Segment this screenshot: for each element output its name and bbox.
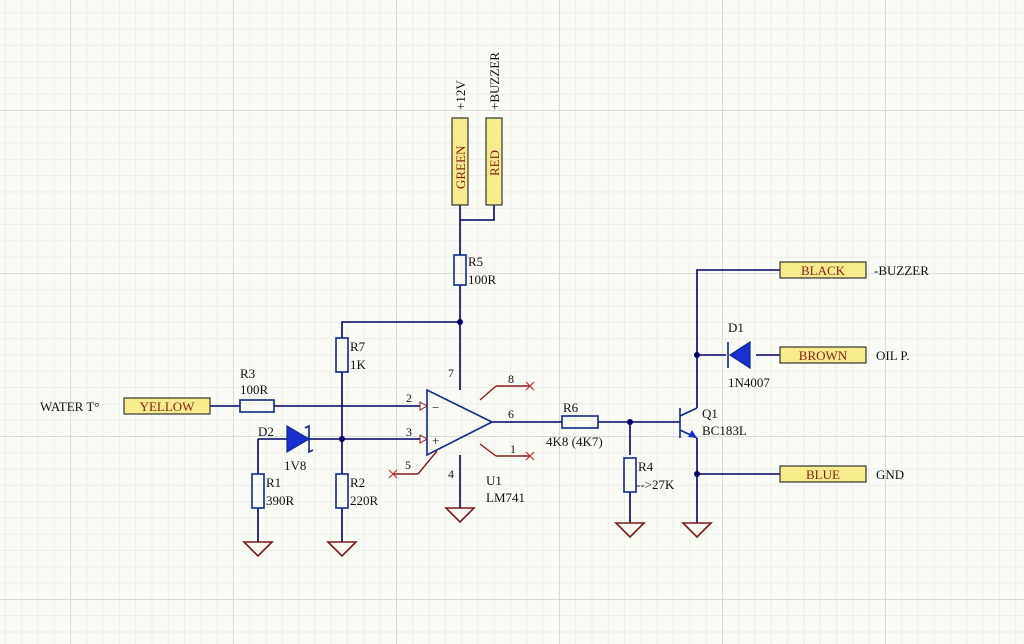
net-label-plus12v: +12V <box>453 80 468 110</box>
pin-6: 6 <box>508 407 514 421</box>
d2-ref: D2 <box>258 424 274 439</box>
opamp-minus-sign: − <box>432 400 439 415</box>
q1-ref: Q1 <box>702 406 718 421</box>
ground-symbol-q1 <box>681 522 713 539</box>
net-label-water-t: WATER T° <box>40 399 99 414</box>
r5-value: 100R <box>468 272 497 287</box>
u1-ref: U1 <box>486 473 502 488</box>
connector-yellow: YELLOW <box>123 397 211 415</box>
zener-diode-d2: D2 1V8 <box>258 424 314 473</box>
r6-ref: R6 <box>563 400 579 415</box>
pin-1: 1 <box>510 442 516 456</box>
d1-value: 1N4007 <box>728 375 770 390</box>
r7-ref: R7 <box>350 339 366 354</box>
resistor-r4: R4 -->27K <box>623 457 675 493</box>
net-label-oil-p: OIL P. <box>876 348 909 363</box>
resistor-r1: R1 390R <box>251 473 295 509</box>
r4-ref: R4 <box>638 459 654 474</box>
connector-yellow-label: YELLOW <box>140 399 196 414</box>
connector-green: GREEN <box>451 117 469 206</box>
ground-symbol-r1 <box>242 541 274 558</box>
connector-red-label: RED <box>487 150 502 176</box>
r5-ref: R5 <box>468 254 483 269</box>
r2-value: 220R <box>350 493 379 508</box>
pin-4: 4 <box>448 467 454 481</box>
pin-7: 7 <box>448 366 454 380</box>
r3-ref: R3 <box>240 366 255 381</box>
connector-red: RED <box>485 117 503 206</box>
r3-value: 100R <box>240 382 269 397</box>
net-label-minus-buzzer: -BUZZER <box>874 263 929 278</box>
q1-value: BC183L <box>702 423 747 438</box>
d1-ref: D1 <box>728 320 744 335</box>
ground-symbol-u1 <box>444 507 476 524</box>
r4-value: -->27K <box>636 477 675 492</box>
pin-5: 5 <box>405 458 411 472</box>
r1-ref: R1 <box>266 475 281 490</box>
pin-8: 8 <box>508 372 514 386</box>
no-connect-marks <box>388 381 535 479</box>
r6-value: 4K8 (4K7) <box>546 434 603 449</box>
resistor-r7: R7 1K <box>335 337 367 373</box>
pin-3: 3 <box>406 425 412 439</box>
opamp-plus-sign: + <box>432 433 439 448</box>
resistor-r3: R3 100R <box>239 366 275 413</box>
resistor-r5: R5 100R <box>453 254 497 287</box>
wires <box>210 205 780 542</box>
diode-d1: D1 1N4007 <box>727 320 770 390</box>
net-label-plus-buzzer: +BUZZER <box>487 52 502 110</box>
connector-brown: BROWN <box>779 346 867 364</box>
connector-blue-label: BLUE <box>806 467 840 482</box>
connector-black: BLACK <box>779 261 867 279</box>
r2-ref: R2 <box>350 475 365 490</box>
connector-brown-label: BROWN <box>799 348 848 363</box>
transistor-q1: Q1 BC183L <box>679 406 747 439</box>
pin-2: 2 <box>406 391 412 405</box>
connector-green-label: GREEN <box>453 145 468 189</box>
ground-symbol-r2 <box>326 541 358 558</box>
r1-value: 390R <box>266 493 295 508</box>
resistor-r2: R2 220R <box>335 473 379 509</box>
d2-value: 1V8 <box>284 458 306 473</box>
connector-blue: BLUE <box>779 465 867 483</box>
junction-dots <box>339 319 700 477</box>
ground-symbol-r4 <box>614 522 646 539</box>
r7-value: 1K <box>350 357 367 372</box>
opamp-u1: − + 2 3 5 4 7 6 8 1 U1 LM741 <box>388 366 535 505</box>
net-label-gnd: GND <box>876 467 904 482</box>
connector-black-label: BLACK <box>801 263 846 278</box>
resistor-r6: R6 4K8 (4K7) <box>546 400 603 449</box>
u1-value: LM741 <box>486 490 525 505</box>
